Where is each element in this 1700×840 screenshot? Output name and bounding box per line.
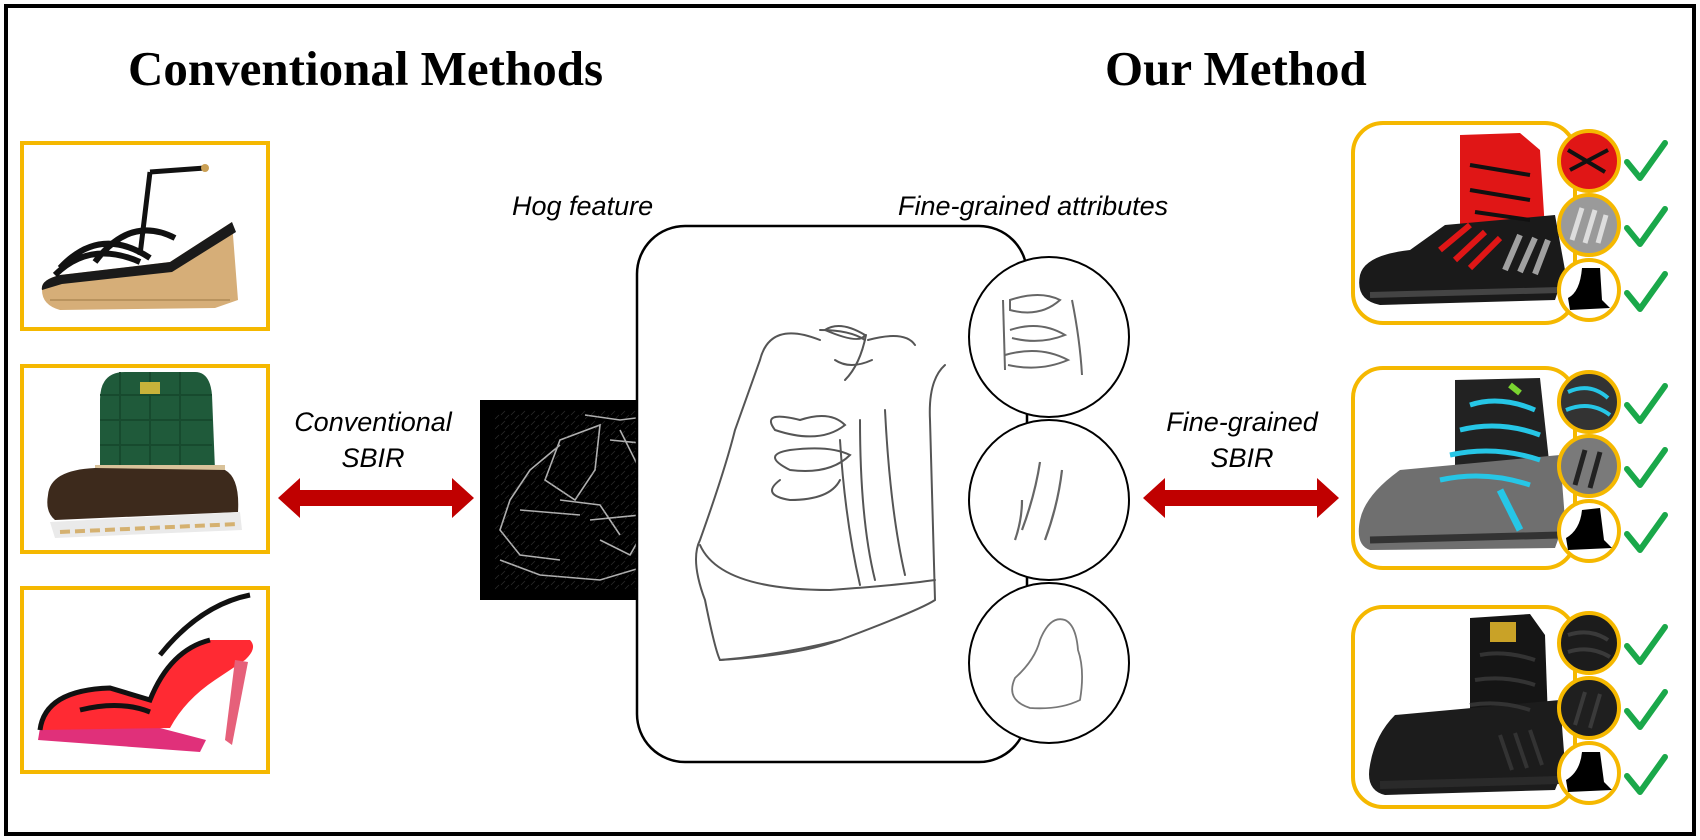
check-icon	[1624, 447, 1668, 488]
finegrained-sbir-label: Fine-grained SBIR	[1152, 404, 1332, 477]
finegrained-sbir-line2: SBIR	[1210, 443, 1274, 474]
hog-feature-label: Hog feature	[512, 191, 654, 221]
attribute-circle-2	[968, 419, 1130, 581]
conventional-arrow	[278, 478, 474, 518]
right-candidate-2	[1351, 366, 1621, 570]
duck-boot-icon	[47, 372, 242, 538]
check-icon	[1624, 383, 1668, 424]
detail-stripes-3	[1557, 676, 1621, 740]
fine-grained-attributes-label: Fine-grained attributes	[898, 191, 1169, 221]
check-icon	[1624, 140, 1668, 181]
right-candidate-1	[1351, 121, 1621, 325]
right-title: Our Method	[1105, 41, 1367, 96]
figure-border	[4, 4, 1696, 836]
check-icon	[1624, 271, 1668, 312]
check-marks	[1624, 140, 1668, 795]
detail-laces-3	[1557, 611, 1621, 675]
wedge-sandal-icon	[41, 164, 239, 310]
finegrained-arrow	[1143, 478, 1339, 518]
attribute-circle-1	[968, 256, 1130, 418]
query-sketch	[695, 325, 946, 662]
finegrained-sbir-line1: Fine-grained	[1166, 407, 1318, 437]
check-icon	[1624, 624, 1668, 665]
left-title: Conventional Methods	[128, 41, 604, 96]
left-candidate-1	[20, 141, 270, 331]
check-icon	[1624, 689, 1668, 730]
check-icon	[1624, 754, 1668, 795]
check-icon	[1624, 206, 1668, 247]
conventional-sbir-label: Conventional SBIR	[283, 404, 463, 477]
conventional-sbir-line2: SBIR	[341, 443, 405, 474]
blue-lace-boot-icon	[1358, 378, 1565, 550]
conventional-sbir-line1: Conventional	[294, 407, 452, 437]
slingback-heel-icon	[37, 592, 254, 752]
detail-laces-2	[1557, 370, 1621, 434]
black-high-top-icon	[1369, 614, 1565, 795]
right-candidate-3	[1351, 605, 1621, 809]
red-hiking-boot-icon	[1359, 133, 1565, 305]
left-candidate-2	[20, 364, 270, 554]
left-candidate-3	[20, 586, 270, 774]
check-icon	[1624, 512, 1668, 553]
attribute-circle-3	[968, 582, 1130, 744]
